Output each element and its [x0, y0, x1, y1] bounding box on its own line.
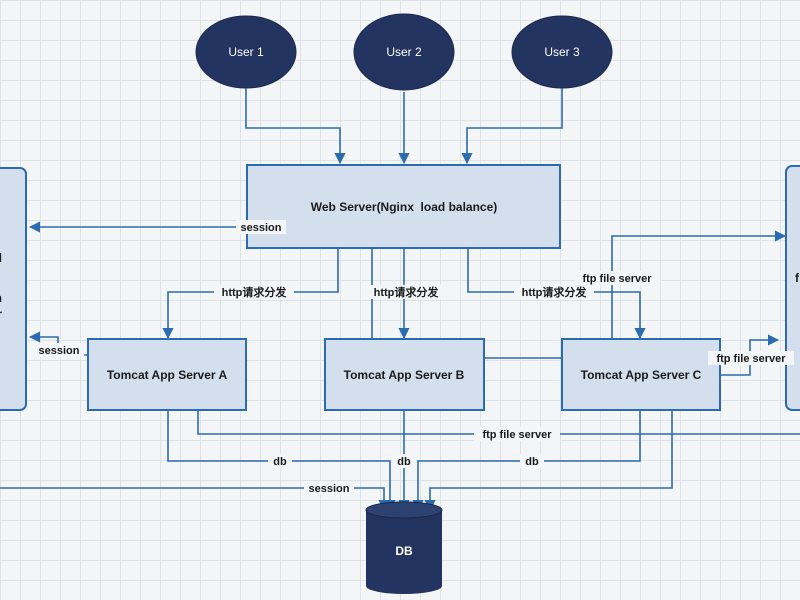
user-2-node: User 2	[353, 13, 455, 91]
left-panel-text-1: ed	[0, 251, 2, 265]
label-ftp-lower-text: ftp file server	[482, 429, 552, 441]
edge-session-bottom-left	[0, 487, 390, 512]
database-node: DB	[365, 501, 443, 594]
label-ftp-lower: ftp file server	[474, 427, 560, 441]
label-http-a: http请求分发	[214, 285, 294, 299]
left-panel-text-3: r	[0, 307, 2, 321]
app-server-b-label: Tomcat App Server B	[344, 368, 465, 382]
label-ftp-upper-text: ftp file server	[582, 273, 652, 285]
label-db-a: db	[268, 454, 292, 468]
label-http-c: http请求分发	[514, 285, 594, 299]
label-ftp-right-text: ftp file server	[716, 353, 786, 365]
label-http-c-text: http请求分发	[522, 285, 588, 299]
edge-user3-web	[461, 88, 563, 165]
web-server-label: Web Server(Nginx load balance)	[311, 200, 498, 214]
edge-user1-web	[245, 88, 346, 165]
label-http-b: http请求分发	[366, 285, 446, 299]
user-3-label: User 3	[544, 45, 580, 59]
app-server-b-node: Tomcat App Server B	[324, 338, 485, 411]
label-session-bottom-text: session	[309, 483, 350, 495]
database-label: DB	[395, 544, 413, 558]
app-server-a-label: Tomcat App Server A	[107, 368, 228, 382]
label-db-b: db	[392, 454, 416, 468]
label-session-bottom: session	[304, 481, 354, 495]
label-ftp-upper: ftp file server	[574, 271, 660, 285]
edge-ftp-lower	[197, 410, 800, 435]
edge-ftp-upper	[484, 230, 787, 359]
label-db-b-text: db	[397, 456, 411, 468]
left-panel-text-2: n	[0, 291, 2, 305]
label-db-c: db	[520, 454, 544, 468]
label-http-a-text: http请求分发	[222, 285, 288, 299]
app-server-a-node: Tomcat App Server A	[87, 338, 247, 411]
label-db-a-text: db	[273, 456, 287, 468]
label-session-left-text: session	[39, 345, 80, 357]
user-3-node: User 3	[511, 15, 613, 89]
left-panel: ed n r	[0, 167, 27, 411]
user-2-label: User 2	[386, 45, 422, 59]
label-session-left: session	[34, 343, 84, 357]
edge-session-bottom-right	[424, 410, 673, 512]
app-server-c-node: Tomcat App Server C	[561, 338, 721, 411]
app-server-c-label: Tomcat App Server C	[581, 368, 702, 382]
right-panel-text: f	[795, 271, 800, 285]
label-session-top: session	[236, 220, 286, 234]
web-server-node: Web Server(Nginx load balance)	[246, 164, 561, 249]
label-session-top-text: session	[241, 222, 282, 234]
user-1-label: User 1	[228, 45, 264, 59]
label-db-c-text: db	[525, 456, 539, 468]
label-http-b-text: http请求分发	[374, 285, 440, 299]
right-panel: f	[785, 165, 800, 411]
label-ftp-right: ftp file server	[708, 351, 794, 365]
user-1-node: User 1	[195, 15, 297, 89]
edge-labels: session session session http请求分发 http请求分…	[34, 220, 794, 495]
